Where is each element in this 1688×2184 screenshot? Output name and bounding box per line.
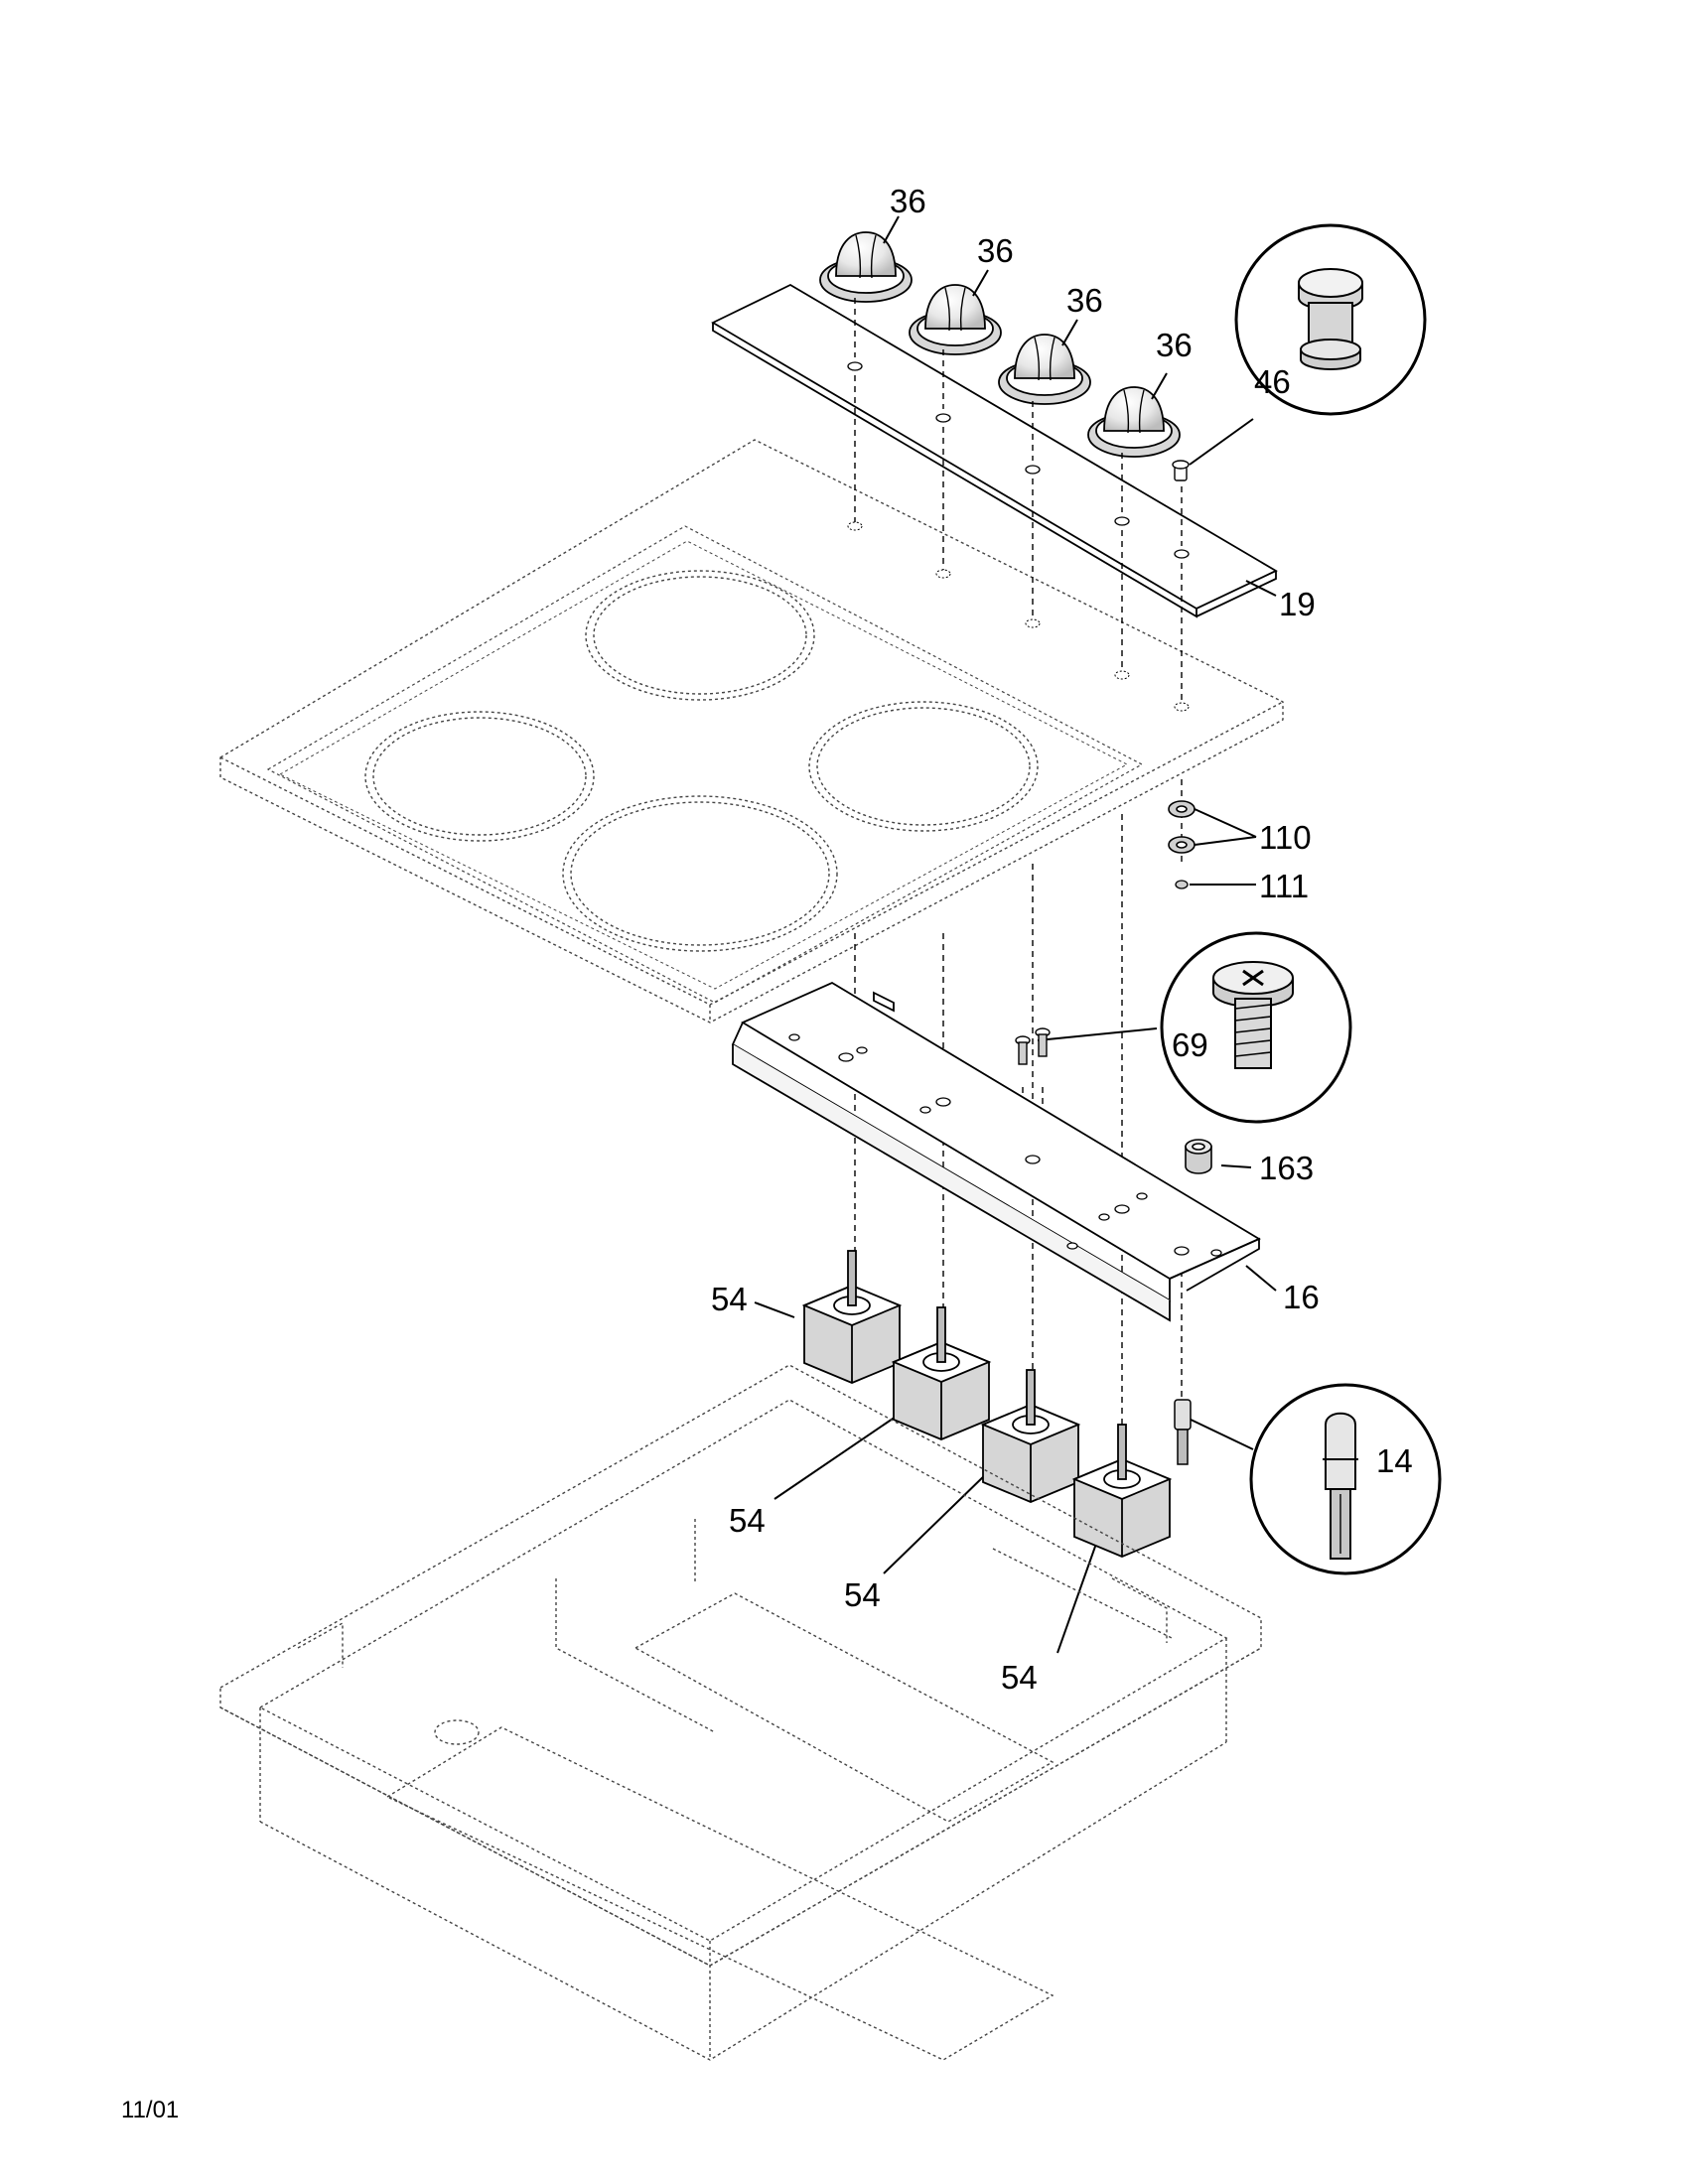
callout-bracket: 16 xyxy=(1283,1279,1320,1315)
detail-circle-14 xyxy=(1249,1383,1442,1575)
callout-indicator-light: 14 xyxy=(1376,1442,1413,1479)
bracket-holes xyxy=(788,1033,1222,1257)
callout-knob-2: 36 xyxy=(977,232,1014,269)
callout-leader-lines xyxy=(754,215,1277,1654)
washer-icon xyxy=(1168,800,1196,854)
callout-screw: 69 xyxy=(1172,1026,1208,1063)
nut-icon xyxy=(1175,880,1189,889)
bushing-icon xyxy=(1185,1139,1212,1174)
callout-knob-1: 36 xyxy=(890,183,926,219)
callout-knob-4: 36 xyxy=(1156,327,1193,363)
callout-bushing: 163 xyxy=(1259,1150,1315,1186)
callout-switch-3: 54 xyxy=(844,1576,881,1613)
cooktop-box-outline xyxy=(219,1364,1262,2061)
knob-icon xyxy=(819,231,1181,458)
detail-circle-46 xyxy=(1234,223,1427,416)
screw-small-icon xyxy=(1015,1027,1051,1065)
callout-switch-4: 54 xyxy=(1001,1659,1038,1696)
infinite-switch-icon xyxy=(801,1250,1173,1558)
mounting-bracket xyxy=(731,981,1261,1322)
callout-indicator-light-lens: 46 xyxy=(1254,363,1291,400)
panel-holes xyxy=(847,361,1190,559)
callout-switch-1: 54 xyxy=(711,1281,748,1317)
revision-date: 11/01 xyxy=(121,2097,180,2123)
callout-knob-3: 36 xyxy=(1066,282,1103,319)
callout-switch-2: 54 xyxy=(729,1502,766,1539)
burner-rings xyxy=(364,570,1039,952)
cooktop-glass-outline xyxy=(219,439,1284,1024)
detail-circle-69 xyxy=(1160,931,1352,1124)
indicator-lens-small-icon xyxy=(1172,460,1190,481)
callout-washers: 110 xyxy=(1259,819,1312,856)
callout-control-panel: 19 xyxy=(1279,586,1316,622)
callout-nut: 111 xyxy=(1259,868,1310,904)
indicator-light-small-icon xyxy=(1174,1399,1192,1465)
glass-holes xyxy=(847,521,1190,712)
